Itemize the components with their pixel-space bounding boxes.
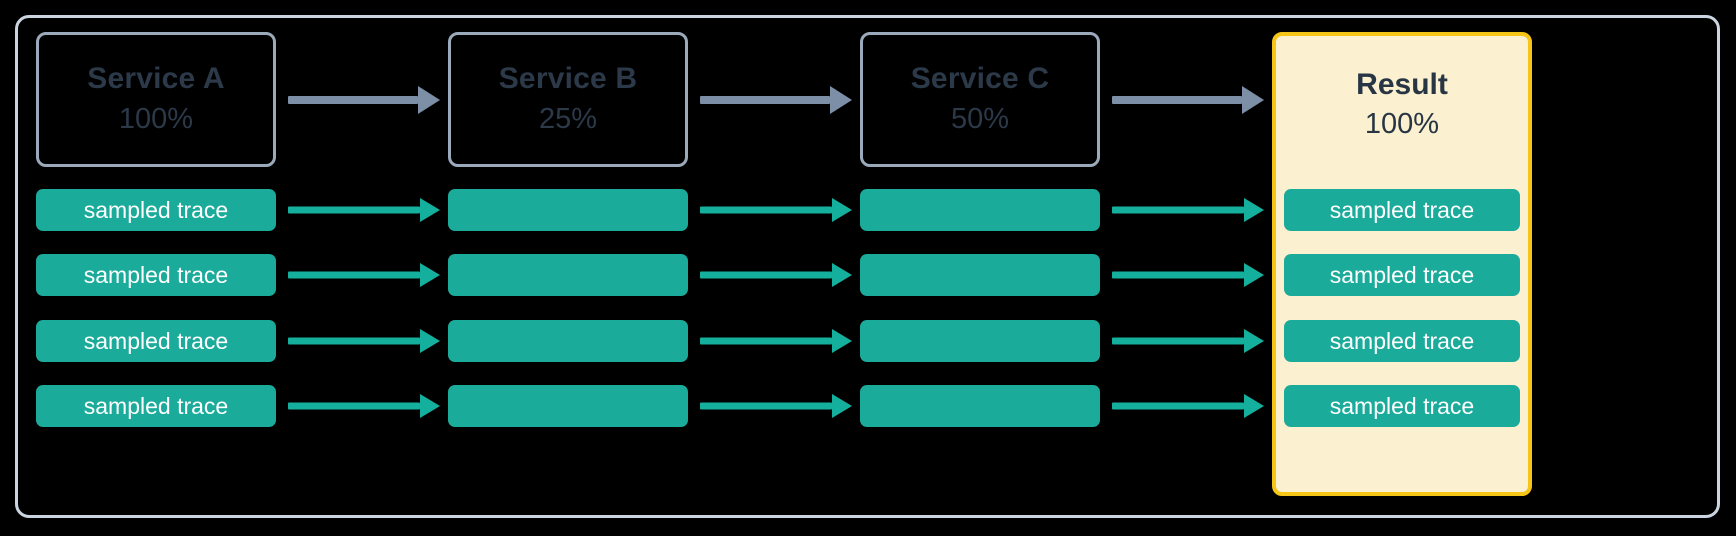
arrow-shaft bbox=[288, 337, 420, 345]
trace-bar-b-4[interactable] bbox=[448, 385, 688, 427]
trace-bar-a-1[interactable]: sampled trace bbox=[36, 189, 276, 231]
arrow-shaft bbox=[700, 206, 832, 214]
arrow-shaft bbox=[700, 402, 832, 410]
arrow-shaft bbox=[700, 271, 832, 279]
arrow-head bbox=[832, 329, 852, 353]
service-box-b[interactable]: Service B 25% bbox=[448, 32, 688, 167]
arrow-head bbox=[832, 198, 852, 222]
arrow-head bbox=[1244, 263, 1264, 287]
trace-bar-a-3[interactable]: sampled trace bbox=[36, 320, 276, 362]
service-a-rate: 100% bbox=[118, 102, 194, 135]
trace-label: sampled trace bbox=[83, 196, 229, 223]
trace-bar-result-3[interactable]: sampled trace bbox=[1284, 320, 1520, 362]
trace-bar-a-4[interactable]: sampled trace bbox=[36, 385, 276, 427]
trace-bar-c-2[interactable] bbox=[860, 254, 1100, 296]
trace-label: sampled trace bbox=[83, 392, 229, 419]
trace-bar-c-4[interactable] bbox=[860, 385, 1100, 427]
arrow-head bbox=[832, 263, 852, 287]
arrow-head bbox=[1244, 394, 1264, 418]
arrow-shaft bbox=[1112, 206, 1244, 214]
trace-label: sampled trace bbox=[1329, 261, 1475, 288]
trace-bar-b-1[interactable] bbox=[448, 189, 688, 231]
arrow-head bbox=[420, 329, 440, 353]
service-b-name: Service B bbox=[498, 62, 638, 96]
trace-bar-result-1[interactable]: sampled trace bbox=[1284, 189, 1520, 231]
trace-bar-c-3[interactable] bbox=[860, 320, 1100, 362]
arrow-head bbox=[830, 86, 852, 114]
trace-label: sampled trace bbox=[1329, 327, 1475, 354]
trace-bar-result-4[interactable]: sampled trace bbox=[1284, 385, 1520, 427]
arrow-shaft bbox=[1112, 96, 1242, 104]
arrow-head bbox=[418, 86, 440, 114]
arrow-shaft bbox=[1112, 271, 1244, 279]
result-rate: 100% bbox=[1364, 108, 1440, 140]
arrow-shaft bbox=[700, 337, 832, 345]
service-box-c[interactable]: Service C 50% bbox=[860, 32, 1100, 167]
arrow-shaft bbox=[288, 271, 420, 279]
trace-bar-c-1[interactable] bbox=[860, 189, 1100, 231]
arrow-head bbox=[1244, 198, 1264, 222]
arrow-head bbox=[420, 394, 440, 418]
arrow-head bbox=[1242, 86, 1264, 114]
arrow-shaft bbox=[1112, 402, 1244, 410]
service-b-rate: 25% bbox=[538, 102, 598, 135]
trace-label: sampled trace bbox=[1329, 392, 1475, 419]
result-title: Result bbox=[1356, 68, 1448, 101]
service-c-rate: 50% bbox=[950, 102, 1010, 135]
trace-bar-result-2[interactable]: sampled trace bbox=[1284, 254, 1520, 296]
service-box-a[interactable]: Service A 100% bbox=[36, 32, 276, 167]
trace-bar-b-2[interactable] bbox=[448, 254, 688, 296]
arrow-head bbox=[420, 198, 440, 222]
arrow-head bbox=[832, 394, 852, 418]
trace-bar-a-2[interactable]: sampled trace bbox=[36, 254, 276, 296]
service-a-name: Service A bbox=[87, 62, 225, 96]
trace-label: sampled trace bbox=[1329, 196, 1475, 223]
arrow-shaft bbox=[288, 96, 418, 104]
arrow-shaft bbox=[700, 96, 830, 104]
trace-label: sampled trace bbox=[83, 327, 229, 354]
arrow-shaft bbox=[288, 206, 420, 214]
trace-label: sampled trace bbox=[83, 261, 229, 288]
arrow-shaft bbox=[1112, 337, 1244, 345]
arrow-head bbox=[420, 263, 440, 287]
arrow-shaft bbox=[288, 402, 420, 410]
arrow-head bbox=[1244, 329, 1264, 353]
trace-bar-b-3[interactable] bbox=[448, 320, 688, 362]
service-c-name: Service C bbox=[910, 62, 1050, 96]
